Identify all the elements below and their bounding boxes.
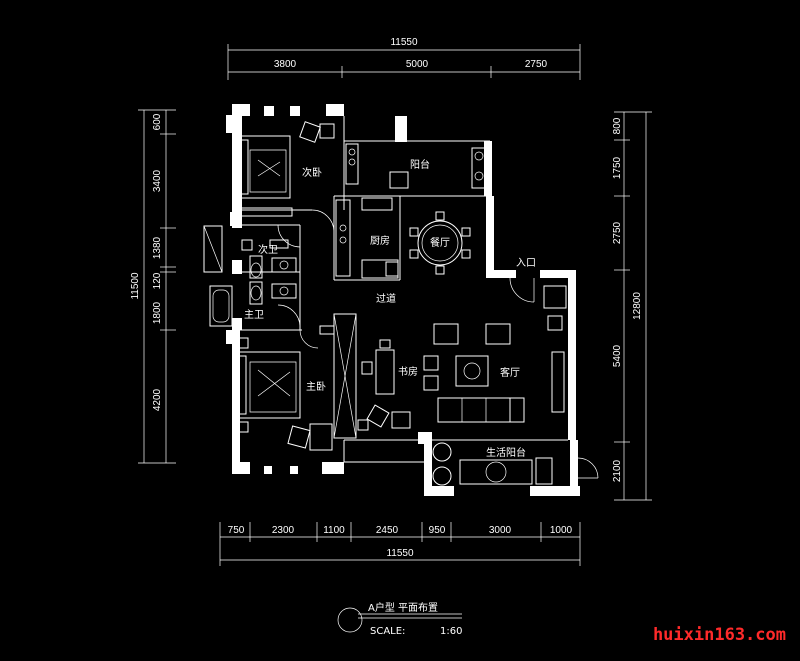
bathroom-furniture xyxy=(203,225,297,327)
scale-value: 1:60 xyxy=(440,626,462,637)
left-total-dim: 11500 xyxy=(130,272,141,300)
bottom-dim-5: 950 xyxy=(429,525,446,536)
bottom-dim-6: 3000 xyxy=(489,525,512,536)
right-dimensions: 800 1750 2750 5400 2100 12800 xyxy=(612,111,652,501)
doors xyxy=(277,209,599,479)
bottom-dim-7: 1000 xyxy=(550,525,573,536)
watermark: huixin163.com xyxy=(653,625,786,645)
label-balcony: 阳台 xyxy=(410,158,430,171)
room-labels: 次卧 阳台 厨房 餐厅 次卫 主卫 过道 入口 主卧 书房 客厅 生活阳台 xyxy=(244,158,536,459)
study-furniture xyxy=(333,313,411,439)
left-dim-3: 1380 xyxy=(152,236,163,259)
label-kitchen: 厨房 xyxy=(370,234,390,247)
label-dining: 餐厅 xyxy=(430,236,450,249)
left-dim-2: 3400 xyxy=(152,169,163,192)
bottom-dim-4: 2450 xyxy=(376,525,399,536)
right-total-dim: 12800 xyxy=(632,292,643,320)
balcony-furniture xyxy=(345,143,487,189)
label-study: 书房 xyxy=(398,365,418,378)
second-bedroom-furniture xyxy=(237,121,335,217)
right-dim-3: 2750 xyxy=(612,221,623,244)
right-dim-1: 800 xyxy=(612,117,623,134)
bottom-total-dim: 11550 xyxy=(386,548,414,559)
drawing-title: A户型 平面布置 xyxy=(368,601,438,614)
bottom-dim-1: 750 xyxy=(228,525,245,536)
label-living: 客厅 xyxy=(500,366,520,379)
top-dimensions: 11550 3800 5000 2750 xyxy=(227,37,581,80)
left-dim-6: 4200 xyxy=(152,388,163,411)
master-bedroom-furniture xyxy=(235,325,335,451)
label-master-bedroom: 主卧 xyxy=(306,380,326,393)
top-dim-3: 2750 xyxy=(525,59,548,70)
kitchen-furniture xyxy=(335,197,399,279)
top-dim-1: 3800 xyxy=(274,59,297,70)
label-master-bath: 主卫 xyxy=(244,309,264,321)
left-dim-4: 120 xyxy=(152,272,163,289)
label-entrance: 入口 xyxy=(516,258,536,269)
bottom-dim-2: 2300 xyxy=(272,525,295,536)
left-dim-5: 1800 xyxy=(152,301,163,324)
right-dim-5: 2100 xyxy=(612,459,623,482)
dining-furniture xyxy=(409,211,471,275)
right-dim-4: 5400 xyxy=(612,344,623,367)
walls xyxy=(226,104,580,496)
right-dim-2: 1750 xyxy=(612,156,623,179)
living-furniture xyxy=(423,285,567,423)
left-dim-1: 600 xyxy=(152,113,163,130)
title-block: A户型 平面布置 SCALE: 1:60 xyxy=(337,601,462,637)
top-total-dim: 11550 xyxy=(390,37,418,48)
service-balcony-furniture xyxy=(432,442,553,486)
top-dim-2: 5000 xyxy=(406,59,429,70)
label-second-bedroom: 次卧 xyxy=(302,166,322,179)
label-corridor: 过道 xyxy=(376,292,396,305)
left-dimensions: 11500 600 3400 1380 120 1800 4200 xyxy=(130,109,176,464)
label-second-bath: 次卫 xyxy=(258,243,278,256)
drawing-marker-icon xyxy=(337,607,363,633)
bottom-dim-3: 1100 xyxy=(323,525,345,536)
bottom-dimensions: 750 2300 1100 2450 950 3000 1000 11550 xyxy=(219,522,581,566)
scale-label: SCALE: xyxy=(370,626,405,637)
label-service-balcony: 生活阳台 xyxy=(486,446,526,459)
